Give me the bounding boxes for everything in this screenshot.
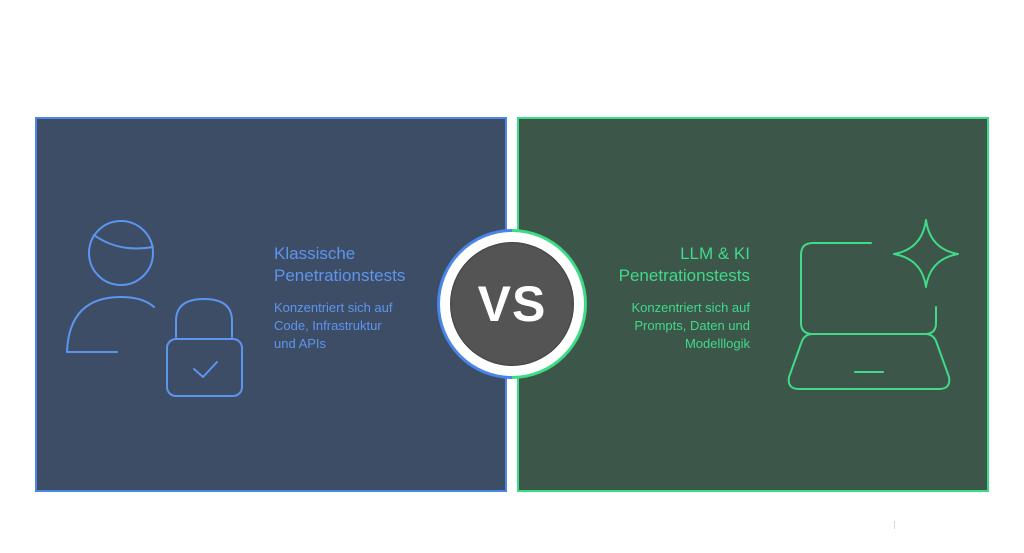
versus-label: VS [477,276,547,332]
classic-pentest-description: Konzentriert sich auf Code, Infrastruktu… [274,300,393,351]
versus-badge: VS [437,229,587,379]
llm-ai-pentest-title: LLM & KI Penetrationstests [618,244,750,285]
classic-pentest-panel: Klassische Penetrationstests Konzentrier… [35,117,507,492]
divider-tick [894,521,895,529]
laptop-with-sparkle-icon [783,219,963,399]
classic-pentest-title: Klassische Penetrationstests [274,244,406,285]
llm-ai-pentest-panel: LLM & KI Penetrationstests Konzentriert … [517,117,989,492]
classic-pentest-text: Klassische Penetrationstests Konzentrier… [274,243,464,353]
user-with-padlock-icon [63,215,253,405]
llm-ai-pentest-description: Konzentriert sich auf Prompts, Daten und… [631,300,750,351]
llm-ai-pentest-text: LLM & KI Penetrationstests Konzentriert … [550,243,750,353]
